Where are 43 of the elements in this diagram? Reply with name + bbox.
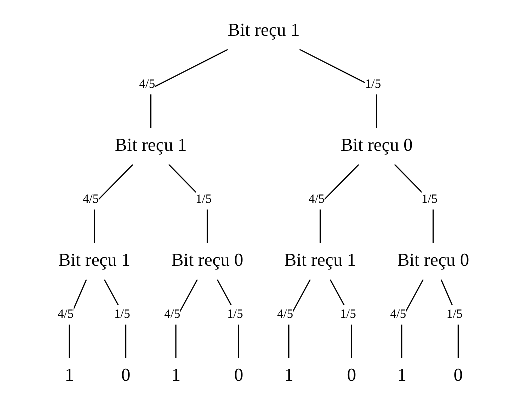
node-text: Bit reçu 0: [172, 251, 244, 271]
edge-label: 1/5: [114, 308, 130, 322]
node-text: Bit reçu 0: [340, 136, 413, 156]
node-text: 1: [397, 366, 407, 386]
node-text: Bit reçu 1: [115, 136, 188, 156]
node-text: Bit reçu 1: [284, 251, 356, 271]
edge-label: 1/5: [446, 308, 463, 322]
connector: [94, 164, 134, 244]
connector: [216, 280, 240, 358]
connector: [150, 49, 228, 128]
node-text: Bit reçu 1: [58, 251, 131, 271]
node-text: 0: [234, 366, 244, 386]
edge-label: 1/5: [196, 192, 212, 206]
connector: [401, 280, 424, 358]
connector: [68, 280, 88, 358]
connector: [288, 280, 312, 358]
edge-label: 1/5: [340, 308, 356, 322]
edge-label: 1/5: [422, 192, 438, 206]
connector: [320, 164, 360, 244]
edge-label: 4/5: [277, 308, 294, 322]
edge-label: 1/5: [365, 78, 382, 92]
node-text: 0: [347, 366, 356, 386]
connector: [168, 164, 208, 244]
connector: [394, 164, 434, 244]
node-text: 0: [121, 366, 131, 386]
node-text: 0: [454, 366, 464, 386]
node-text: Bit reçu 1: [228, 21, 300, 40]
edge-label: 4/5: [82, 192, 99, 206]
edge-label: 4/5: [390, 308, 406, 322]
connector: [330, 280, 352, 358]
connector: [104, 280, 127, 358]
edge-label: 4/5: [139, 78, 156, 92]
edge-label: 4/5: [308, 192, 325, 206]
connector: [440, 280, 460, 358]
edge-label: 1/5: [227, 308, 244, 322]
edge-label: 4/5: [58, 308, 74, 322]
node-text: 1: [172, 366, 181, 386]
node-text: 1: [64, 366, 74, 386]
node-text: 1: [284, 366, 294, 386]
node-text: Bit reçu 0: [397, 251, 470, 271]
edge-label: 4/5: [164, 308, 181, 322]
connector: [176, 280, 198, 358]
connector: [300, 49, 378, 128]
